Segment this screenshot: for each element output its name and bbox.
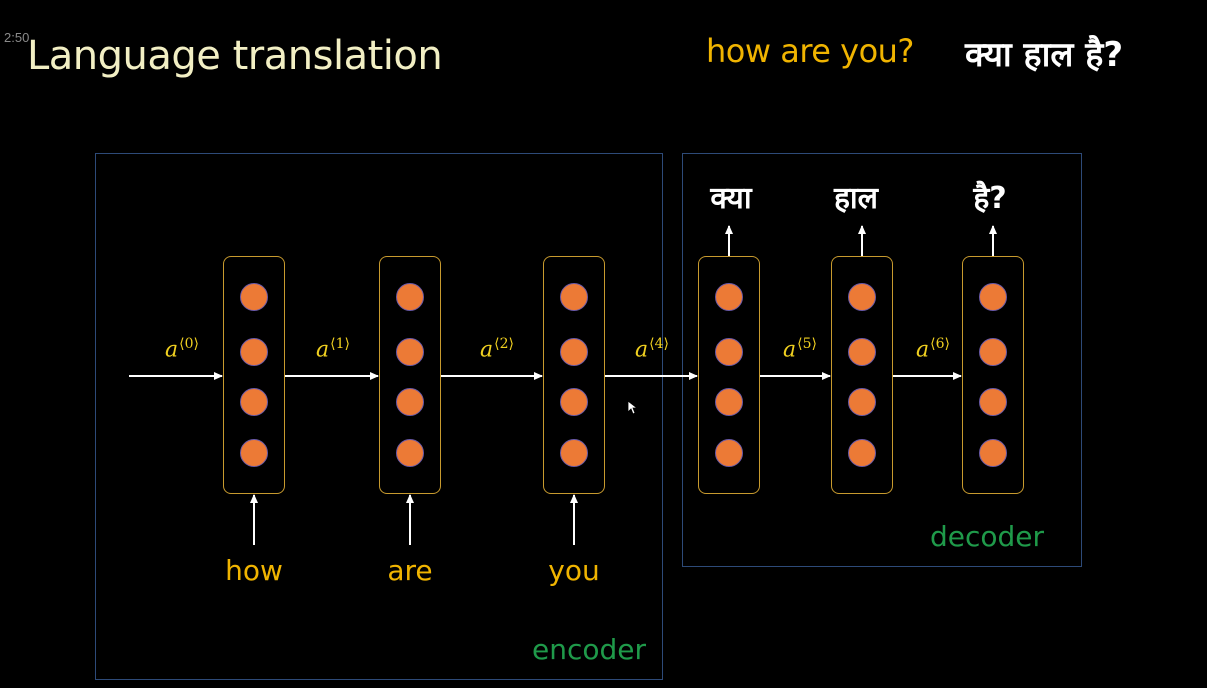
activation-label-6: a⟨6⟩	[916, 336, 950, 363]
encoder-box	[95, 153, 663, 680]
neuron-dot	[396, 283, 424, 311]
neuron-dot	[848, 439, 876, 467]
rnn-cell-encoder-1	[223, 256, 285, 494]
neuron-dot	[396, 388, 424, 416]
neuron-dot	[560, 338, 588, 366]
neuron-dot	[560, 388, 588, 416]
slide-title: Language translation	[27, 33, 443, 79]
neuron-dot	[715, 283, 743, 311]
neuron-dot	[979, 283, 1007, 311]
neuron-dot	[979, 338, 1007, 366]
neuron-dot	[848, 283, 876, 311]
neuron-dot	[396, 338, 424, 366]
neuron-dot	[715, 388, 743, 416]
activation-label-4: a⟨4⟩	[635, 336, 669, 363]
source-phrase: how are you?	[706, 32, 914, 70]
rnn-cell-decoder-2	[831, 256, 893, 494]
activation-label-1: a⟨1⟩	[316, 336, 350, 363]
neuron-dot	[979, 439, 1007, 467]
output-word-1: क्या	[710, 181, 752, 216]
activation-label-0: a⟨0⟩	[165, 336, 199, 363]
neuron-dot	[560, 283, 588, 311]
neuron-dot	[979, 388, 1007, 416]
input-word-you: you	[548, 554, 600, 587]
neuron-dot	[240, 338, 268, 366]
decoder-label: decoder	[930, 520, 1045, 553]
activation-label-2: a⟨2⟩	[480, 336, 514, 363]
decoder-box	[682, 153, 1082, 567]
neuron-dot	[848, 338, 876, 366]
neuron-dot	[240, 283, 268, 311]
rnn-cell-encoder-3	[543, 256, 605, 494]
output-word-3: है?	[973, 181, 1007, 216]
neuron-dot	[715, 439, 743, 467]
neuron-dot	[240, 388, 268, 416]
input-word-are: are	[387, 554, 433, 587]
input-word-how: how	[225, 554, 283, 587]
neuron-dot	[240, 439, 268, 467]
target-phrase: क्या हाल है?	[965, 35, 1124, 75]
activation-label-5: a⟨5⟩	[783, 336, 817, 363]
mouse-cursor-icon	[627, 400, 639, 415]
encoder-label: encoder	[532, 633, 647, 666]
rnn-cell-encoder-2	[379, 256, 441, 494]
video-timestamp: 2:50	[4, 30, 30, 45]
neuron-dot	[396, 439, 424, 467]
neuron-dot	[560, 439, 588, 467]
output-word-2: हाल	[833, 181, 879, 216]
neuron-dot	[715, 338, 743, 366]
rnn-cell-decoder-1	[698, 256, 760, 494]
neuron-dot	[848, 388, 876, 416]
rnn-cell-decoder-3	[962, 256, 1024, 494]
